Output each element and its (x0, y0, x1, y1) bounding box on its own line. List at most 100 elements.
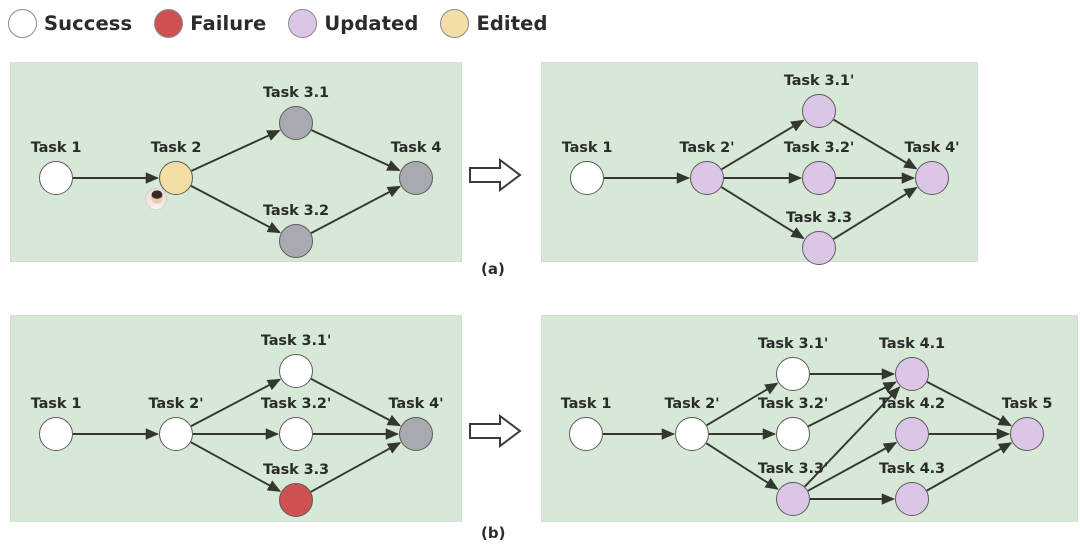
user-avatar-icon[interactable] (145, 188, 167, 210)
transition-arrow-b (469, 414, 522, 448)
edge-t31p-to-t4p (310, 378, 401, 427)
task-node-updated[interactable] (802, 161, 836, 195)
node-label: Task 2' (664, 396, 720, 412)
node-label: Task 1 (30, 396, 82, 412)
node-label: Task 1 (561, 140, 613, 156)
edge-layer (73, 378, 402, 493)
edge-t2-to-t32 (190, 185, 281, 234)
edge-t2p-to-t33p (705, 442, 779, 490)
circle-icon (440, 8, 470, 38)
task-node-updated[interactable] (895, 357, 929, 391)
edge-t33p-to-t42 (807, 442, 898, 492)
task-node-updated[interactable] (1010, 417, 1044, 451)
task-node-updated[interactable] (895, 482, 929, 516)
node-label: Task 3.1' (783, 73, 855, 89)
node-label: Task 4' (388, 396, 444, 412)
edge-layer (603, 368, 1013, 505)
graph-b-before: Task 1 Task 2' Task 3.1' Task 3.2' Task 3.3 T… (11, 316, 461, 521)
legend-item-success: Success (8, 8, 133, 38)
panel-b-before: Task 1 Task 2' Task 3.1' Task 3.2' Task 3.3 T… (10, 315, 462, 522)
edge-t33p-to-t41 (804, 386, 901, 488)
node-label: Task 4.3 (878, 461, 946, 477)
node-label: Task 3.3 (262, 462, 330, 478)
node-label: Task 3.3' (757, 461, 829, 477)
panel-a-after: Task 1 Task 2' Task 3.1' Task 3.2' Task 3.3 T… (541, 62, 978, 265)
edge-t2p-to-t31p (721, 119, 805, 171)
graph-b-after: Task 1 Task 2' Task 3.1' Task 3.2' Task 3.3'… (542, 316, 1077, 521)
edge-t2p-to-t33 (720, 186, 805, 240)
task-node-updated[interactable] (802, 94, 836, 128)
node-label: Task 4 (390, 140, 442, 156)
edge-t31-to-t4 (311, 129, 401, 172)
legend-item-edited: Edited (440, 8, 548, 38)
edge-t31p-to-t4p (833, 118, 918, 170)
circle-icon (154, 8, 184, 38)
legend-label: Failure (190, 11, 267, 35)
edge-t41-to-t5 (926, 381, 1012, 427)
legend-label: Edited (476, 11, 548, 35)
task-node-pending[interactable] (279, 106, 313, 140)
legend-item-updated: Updated (288, 8, 419, 38)
legend-item-failure: Failure (154, 8, 267, 38)
edge-t2p-to-t33 (190, 441, 282, 492)
task-node-success[interactable] (39, 417, 73, 451)
task-node-edited[interactable] (159, 161, 193, 195)
task-node-success[interactable] (776, 357, 810, 391)
node-label: Task 2 (150, 140, 202, 156)
panel-b-after: Task 1 Task 2' Task 3.1' Task 3.2' Task 3.3'… (541, 315, 1078, 522)
node-label: Task 2' (679, 140, 735, 156)
task-node-failure[interactable] (279, 483, 313, 517)
node-label: Task 3.2' (260, 396, 332, 412)
edge-layer (73, 129, 401, 234)
task-node-pending[interactable] (399, 417, 433, 451)
node-label: Task 5 (1001, 396, 1053, 412)
circle-icon (288, 8, 318, 38)
task-node-updated[interactable] (776, 482, 810, 516)
edge-t2-to-t31 (191, 129, 281, 172)
task-node-success[interactable] (675, 417, 709, 451)
graph-a-after: Task 1 Task 2' Task 3.1' Task 3.2' Task 3.3 T… (542, 63, 977, 265)
node-label: Task 3.3 (785, 210, 853, 226)
edge-layer (604, 118, 918, 240)
task-node-success[interactable] (159, 417, 193, 451)
edge-t2p-to-t31p (706, 382, 779, 427)
node-label: Task 4' (904, 140, 960, 156)
node-label: Task 3.2 (262, 203, 330, 219)
task-node-updated[interactable] (915, 161, 949, 195)
task-node-success[interactable] (39, 161, 73, 195)
node-label: Task 3.2' (757, 396, 829, 412)
panel-caption-a: (a) (481, 260, 505, 278)
node-label: Task 2' (148, 396, 204, 412)
edge-t32-to-t4 (310, 185, 401, 234)
node-label: Task 4.1 (878, 336, 946, 352)
task-node-success[interactable] (279, 354, 313, 388)
task-node-success[interactable] (570, 161, 604, 195)
panel-caption-b: (b) (481, 524, 506, 542)
task-node-updated[interactable] (895, 417, 929, 451)
task-node-updated[interactable] (802, 231, 836, 265)
circle-icon (8, 8, 37, 38)
node-label: Task 1 (560, 396, 612, 412)
task-node-success[interactable] (279, 417, 313, 451)
task-node-success[interactable] (569, 417, 603, 451)
transition-arrow-a (469, 158, 522, 192)
edge-t33-to-t4p (310, 442, 402, 493)
node-label: Task 3.2' (783, 140, 855, 156)
task-node-pending[interactable] (279, 224, 313, 258)
legend-label: Updated (324, 11, 419, 35)
node-label: Task 3.1' (757, 336, 829, 352)
edge-t2p-to-t31p (190, 378, 281, 427)
node-label: Task 3.1' (260, 333, 332, 349)
legend-label: Success (44, 11, 133, 35)
task-node-pending[interactable] (399, 161, 433, 195)
node-label: Task 1 (30, 140, 82, 156)
node-label: Task 3.1 (262, 85, 330, 101)
edge-t33-to-t4p (832, 186, 918, 240)
task-node-success[interactable] (776, 417, 810, 451)
edge-t32p-to-t41 (807, 381, 897, 428)
edge-t43-to-t5 (926, 442, 1013, 492)
task-node-updated[interactable] (690, 161, 724, 195)
